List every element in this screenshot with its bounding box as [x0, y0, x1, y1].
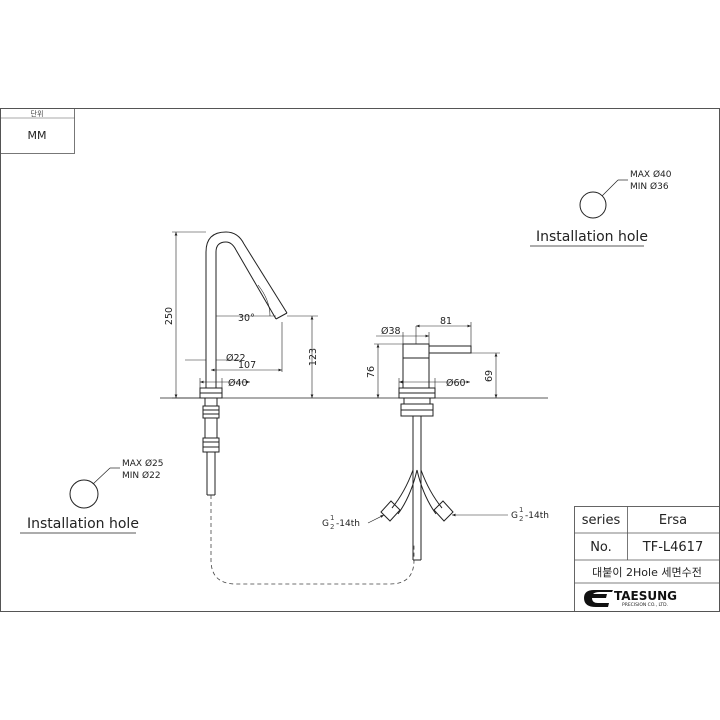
- company-name: TAESUNG: [614, 589, 677, 603]
- install-hole-right-max: MAX Ø40: [630, 169, 672, 180]
- install-hole-left-label: Installation hole: [27, 516, 139, 532]
- taesung-logo: TAESUNG PRECISION CO., LTD.: [584, 589, 677, 608]
- install-hole-left-min: MIN Ø22: [122, 470, 161, 481]
- unit-box: 단위 MM: [0, 108, 75, 154]
- spout-diameter-dim: Ø22: [226, 353, 246, 364]
- install-hole-left-circle: [69, 479, 99, 509]
- thread-right-den: 2: [519, 515, 523, 523]
- thread-right-callout: G 1 2 -14th: [452, 506, 549, 523]
- thread-left-callout: G 1 2 -14th: [322, 514, 385, 531]
- handle-dimensions: [374, 322, 500, 398]
- series-value: Ersa: [659, 513, 687, 528]
- unit-value: MM: [28, 129, 47, 142]
- thread-left-prefix: G: [322, 519, 329, 529]
- handle-body: [380, 343, 472, 561]
- company-subtitle: PRECISION CO., LTD.: [622, 602, 668, 608]
- spout-angle-dim: 30°: [238, 313, 255, 324]
- series-label: series: [582, 513, 621, 528]
- thread-right-suffix: -14th: [525, 511, 549, 521]
- handle-base-dim: Ø60: [446, 378, 466, 389]
- install-hole-left: MAX Ø25 MIN Ø22 Installation hole: [20, 458, 163, 534]
- handle-lever-reach-dim: 81: [440, 316, 452, 327]
- spout-dimensions: [172, 231, 318, 399]
- handle-height-right-dim: 69: [484, 370, 495, 382]
- thread-left-num: 1: [330, 514, 334, 522]
- install-hole-right-label: Installation hole: [536, 229, 648, 245]
- thread-left-den: 2: [330, 523, 334, 531]
- install-hole-right: MAX Ø40 MIN Ø36 Installation hole: [530, 169, 672, 247]
- spout-reach-dim: 107: [238, 360, 256, 371]
- thread-right-prefix: G: [511, 511, 518, 521]
- product-description: 대붙이 2Hole 세면수전: [592, 566, 702, 579]
- drawing-frame: [0, 108, 720, 612]
- install-hole-left-max: MAX Ø25: [122, 458, 163, 469]
- spout-outlet-height-dim: 123: [308, 348, 319, 366]
- thread-right-num: 1: [519, 506, 523, 514]
- spout-body: [199, 231, 288, 496]
- handle-lever-dia-dim: Ø38: [381, 326, 401, 337]
- thread-left-suffix: -14th: [336, 519, 360, 529]
- hose-dashed: [210, 495, 415, 585]
- title-block: series Ersa No. TF-L4617 대붙이 2Hole 세면수전 …: [574, 506, 720, 612]
- no-value: TF-L4617: [642, 540, 703, 555]
- handle-height-left-dim: 76: [366, 366, 377, 378]
- spout-height-dim: 250: [164, 307, 175, 325]
- unit-header: 단위: [31, 109, 44, 118]
- install-hole-right-circle: [579, 191, 607, 219]
- spout-base-dim: Ø40: [228, 378, 248, 389]
- no-label: No.: [590, 540, 612, 555]
- install-hole-right-min: MIN Ø36: [630, 181, 669, 192]
